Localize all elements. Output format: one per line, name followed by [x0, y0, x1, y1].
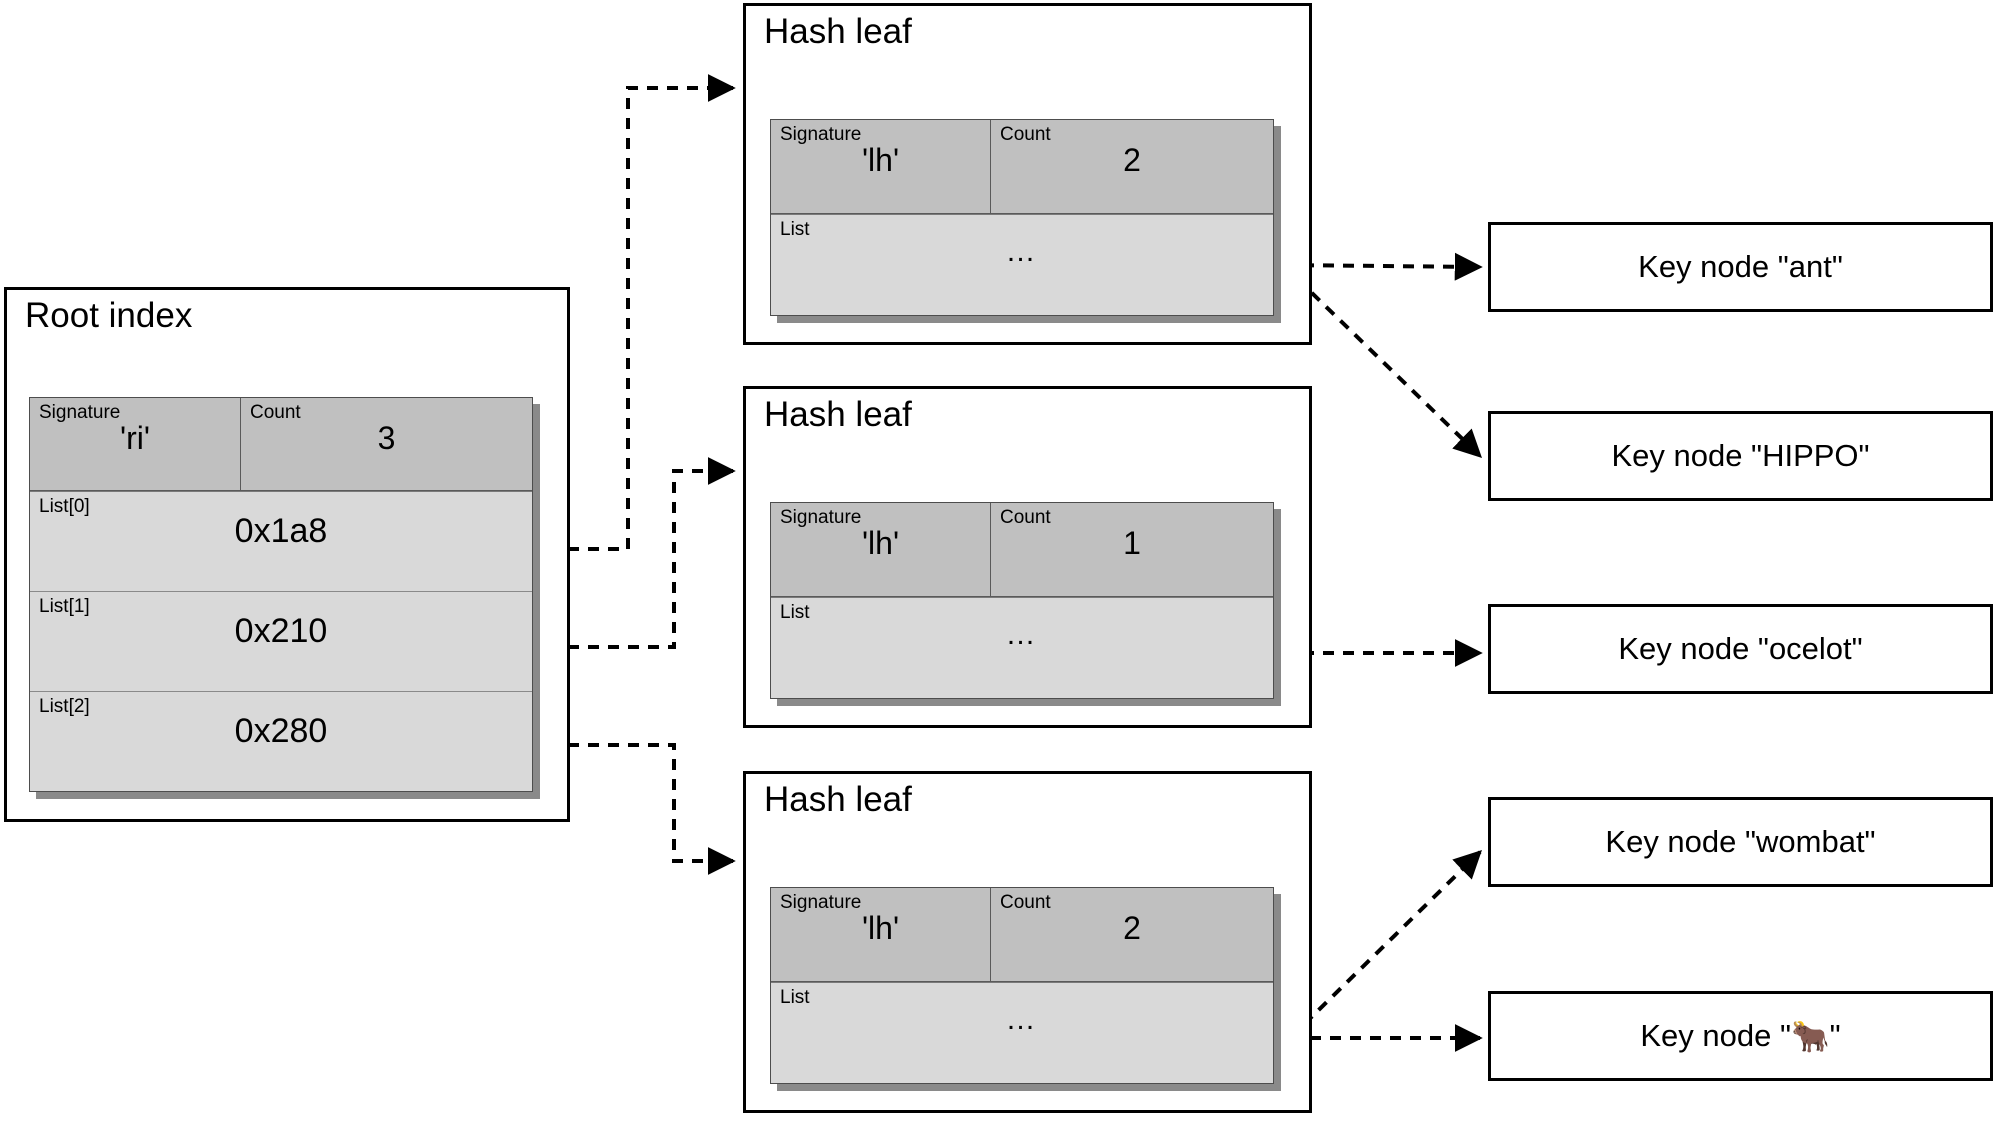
ox-icon: 🐂 — [1791, 1018, 1830, 1054]
key-node-ocelot-label: Key node "ocelot" — [1618, 631, 1863, 666]
key-node-ox-label-suffix: " — [1829, 1018, 1841, 1053]
hash-leaf-3-signature-cell: Signature 'lh' — [771, 888, 991, 981]
link-leaf3-to-keynode-wombat — [1288, 850, 1483, 1040]
key-node-hippo-label: Key node "HIPPO" — [1611, 438, 1870, 473]
count-value: 2 — [1123, 910, 1141, 946]
count-label: Count — [1000, 892, 1051, 913]
hash-leaf-3-title: Hash leaf — [764, 780, 912, 819]
key-node-ant-label: Key node "ant" — [1638, 249, 1843, 284]
list-2-label: List[2] — [39, 696, 90, 717]
list-1-value: 0x210 — [234, 612, 328, 650]
count-label: Count — [1000, 124, 1051, 145]
hash-leaf-1-title: Hash leaf — [764, 12, 912, 51]
signature-value: 'ri' — [120, 420, 150, 456]
count-value: 3 — [377, 420, 396, 456]
hash-leaf-3-header-row: Signature 'lh' Count 2 — [771, 888, 1273, 982]
key-node-ox[interactable]: Key node "🐂" — [1488, 991, 1993, 1081]
root-index-list-row-1[interactable]: List[1] 0x210 — [30, 591, 532, 691]
root-index-struct: Signature 'ri' Count 3 List[0] 0x1a8 Lis… — [29, 397, 540, 799]
root-index-count-cell: Count 3 — [241, 398, 532, 490]
link-root-list0-to-leaf1 — [548, 74, 736, 551]
hash-leaf-2-signature-cell: Signature 'lh' — [771, 503, 991, 596]
hash-leaf-3-list-row[interactable]: List … — [771, 982, 1273, 1083]
list-label: List — [780, 602, 810, 623]
hash-leaf-2-title: Hash leaf — [764, 395, 912, 434]
key-node-ant[interactable]: Key node "ant" — [1488, 222, 1993, 312]
key-node-ocelot[interactable]: Key node "ocelot" — [1488, 604, 1993, 694]
hash-leaf-1-struct: Signature 'lh' Count 2 List … — [770, 119, 1281, 323]
hash-leaf-2-list-row[interactable]: List … — [771, 597, 1273, 698]
hash-leaf-box-1[interactable]: Hash leaf Signature 'lh' Count 2 List … — [743, 3, 1312, 345]
count-label: Count — [1000, 507, 1051, 528]
root-index-signature-cell: Signature 'ri' — [30, 398, 241, 490]
hash-leaf-1-signature-cell: Signature 'lh' — [771, 120, 991, 213]
hash-leaf-2-struct: Signature 'lh' Count 1 List … — [770, 502, 1281, 706]
signature-value: 'lh' — [861, 142, 900, 178]
list-0-label: List[0] — [39, 496, 90, 517]
list-value: … — [1005, 618, 1039, 651]
signature-label: Signature — [780, 892, 862, 913]
link-leaf1-to-keynode-ant — [1282, 252, 1483, 281]
hash-leaf-1-header-row: Signature 'lh' Count 2 — [771, 120, 1273, 214]
list-value: … — [1005, 235, 1039, 268]
signature-label: Signature — [780, 124, 862, 145]
hash-leaf-1-count-cell: Count 2 — [991, 120, 1273, 213]
root-index-header-row: Signature 'ri' Count 3 — [30, 398, 532, 491]
signature-label: Signature — [39, 402, 121, 423]
root-index-list-row-2[interactable]: List[2] 0x280 — [30, 691, 532, 791]
count-value: 1 — [1123, 525, 1141, 561]
count-label: Count — [250, 402, 301, 423]
list-0-value: 0x1a8 — [234, 512, 328, 550]
key-node-hippo[interactable]: Key node "HIPPO" — [1488, 411, 1993, 501]
key-node-wombat[interactable]: Key node "wombat" — [1488, 797, 1993, 887]
hash-leaf-box-2[interactable]: Hash leaf Signature 'lh' Count 1 List … — [743, 386, 1312, 728]
hash-leaf-2-count-cell: Count 1 — [991, 503, 1273, 596]
key-node-ox-label-prefix: Key node " — [1640, 1018, 1791, 1053]
hash-leaf-1-list-row[interactable]: List … — [771, 214, 1273, 315]
key-node-wombat-label: Key node "wombat" — [1605, 824, 1876, 859]
list-2-value: 0x280 — [234, 712, 328, 750]
list-label: List — [780, 219, 810, 240]
root-index-title: Root index — [25, 296, 193, 335]
hash-leaf-box-3[interactable]: Hash leaf Signature 'lh' Count 2 List … — [743, 771, 1312, 1113]
hash-leaf-2-header-row: Signature 'lh' Count 1 — [771, 503, 1273, 597]
hash-leaf-3-struct: Signature 'lh' Count 2 List … — [770, 887, 1281, 1091]
link-root-list1-to-leaf2 — [548, 457, 736, 649]
count-value: 2 — [1123, 142, 1141, 178]
root-index-list-row-0[interactable]: List[0] 0x1a8 — [30, 491, 532, 591]
link-leaf1-to-keynode-hippo — [1281, 263, 1483, 458]
signature-value: 'lh' — [861, 910, 900, 946]
signature-value: 'lh' — [861, 525, 900, 561]
link-root-list2-to-leaf3 — [548, 743, 736, 875]
list-value: … — [1005, 1003, 1039, 1036]
signature-label: Signature — [780, 507, 862, 528]
list-1-label: List[1] — [39, 596, 90, 617]
list-label: List — [780, 987, 810, 1008]
hash-leaf-3-count-cell: Count 2 — [991, 888, 1273, 981]
root-index-box[interactable]: Root index Signature 'ri' Count 3 List[0… — [4, 287, 570, 822]
